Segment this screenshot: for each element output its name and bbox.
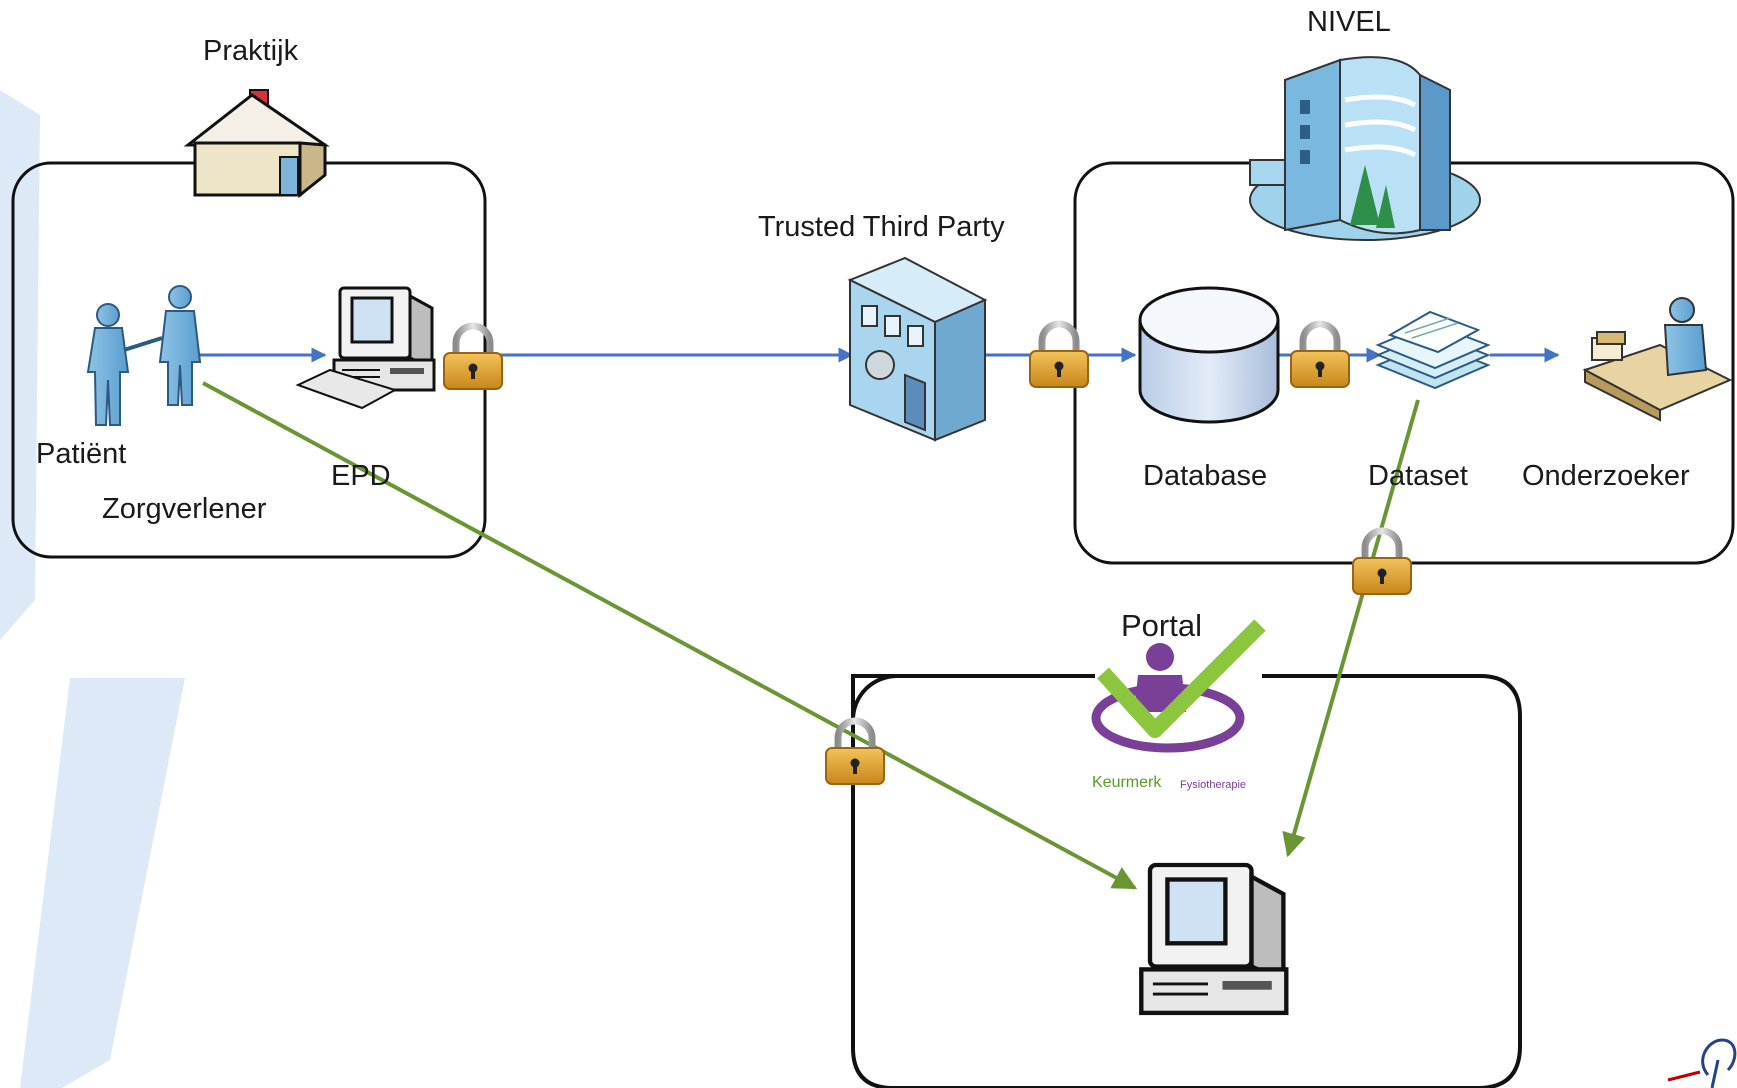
- zorgverlener-label: Zorgverlener: [102, 493, 267, 525]
- dataset-icon: [1375, 310, 1491, 390]
- database-label: Database: [1143, 460, 1268, 492]
- patient-label: Patiënt: [36, 438, 127, 470]
- onderzoeker-label: Onderzoeker: [1522, 460, 1690, 492]
- epd-label: EPD: [331, 460, 391, 492]
- nivel-label: NIVEL: [1307, 6, 1391, 38]
- praktijk-label: Praktijk: [203, 35, 299, 67]
- portal-computer-icon: [1141, 865, 1286, 1013]
- corner-logo: [1667, 1038, 1737, 1088]
- keurmerk-text: Keurmerk: [1092, 774, 1162, 791]
- researcher-icon: [1582, 297, 1733, 422]
- padlock-icon: [1353, 531, 1411, 594]
- office-building-icon: [1249, 56, 1481, 241]
- portal-group-box: [851, 673, 1522, 1088]
- handshake-icon: [86, 285, 202, 426]
- background-stripe: [20, 678, 185, 1088]
- padlock-icon: [1030, 324, 1088, 387]
- padlock-icon: [1291, 324, 1349, 387]
- house-icon: [183, 89, 330, 199]
- fysiotherapie-text: Fysiotherapie: [1180, 779, 1247, 791]
- database-icon: [1138, 286, 1280, 424]
- vault-building-icon: [847, 256, 988, 442]
- keyboard-icon: [295, 368, 398, 410]
- background-stripe: [0, 90, 40, 640]
- portal-label: Portal: [1121, 608, 1202, 643]
- padlock-icon: [444, 326, 502, 389]
- dataset-label: Dataset: [1368, 460, 1468, 492]
- epd-computer-icon: [332, 286, 436, 392]
- green-flow: [202, 381, 1420, 890]
- ttp-label: Trusted Third Party: [758, 211, 1005, 243]
- keurmerk-logo: [1091, 619, 1266, 753]
